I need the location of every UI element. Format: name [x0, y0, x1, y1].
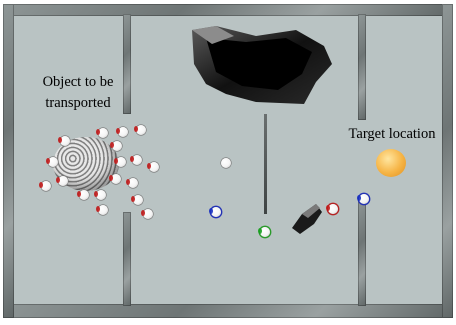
wall-right	[442, 4, 453, 318]
robot	[41, 181, 51, 191]
robot	[58, 176, 68, 186]
robot	[96, 190, 106, 200]
robot	[98, 205, 108, 215]
wall-inner-left-bottom	[123, 212, 131, 306]
robot	[60, 136, 70, 146]
robot-green	[260, 227, 270, 237]
object-label-line1: Object to be	[30, 72, 126, 93]
robot	[116, 157, 126, 167]
target-label: Target location	[340, 124, 444, 145]
thin-pole	[264, 114, 267, 214]
robot	[112, 141, 122, 151]
robot	[128, 178, 138, 188]
robot	[136, 125, 146, 135]
wall-inner-right-top	[358, 14, 366, 120]
target-location-marker	[376, 149, 406, 177]
robot-blue	[211, 207, 221, 217]
robot-idle	[221, 158, 231, 168]
small-obstacle	[288, 202, 324, 236]
wall-left	[3, 4, 14, 318]
obstacle-block	[186, 24, 336, 109]
robot	[48, 157, 58, 167]
robot	[111, 174, 121, 184]
object-label-line2: transported	[30, 93, 126, 114]
robot	[79, 190, 89, 200]
robot	[149, 162, 159, 172]
wall-inner-right-bottom	[358, 200, 366, 306]
robot	[133, 195, 143, 205]
robot-red	[328, 204, 338, 214]
wall-bottom	[3, 304, 453, 318]
robot	[143, 209, 153, 219]
robot-blue	[359, 194, 369, 204]
wall-top	[3, 4, 453, 16]
robot	[118, 127, 128, 137]
robot	[98, 128, 108, 138]
robot	[132, 155, 142, 165]
